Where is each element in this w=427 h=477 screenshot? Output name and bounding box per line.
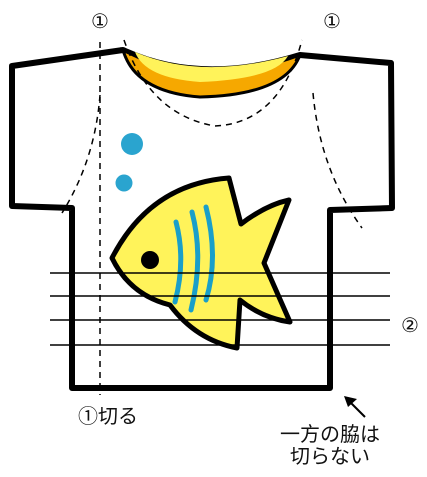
fish-body <box>109 175 293 351</box>
bubble-small <box>115 174 133 192</box>
arrow-up-left-icon <box>344 396 366 418</box>
fish-stripe-2 <box>188 209 201 313</box>
fish-icon <box>109 175 293 351</box>
cut-line-neck <box>123 39 303 127</box>
uncut-side-line-1: 一方の脇は <box>280 422 380 446</box>
fish-eye <box>141 251 159 269</box>
fish-stripe-1 <box>172 219 184 305</box>
side-marker: ② <box>401 313 419 337</box>
cut-instruction: ①切る <box>78 404 138 428</box>
uncut-side-line-2: 切らない <box>290 444 370 468</box>
cut-line-left-armhole <box>61 94 101 214</box>
fold-marker-right: ① <box>323 9 341 33</box>
fish-stripe-3 <box>203 204 215 303</box>
fold-marker-left: ① <box>91 9 109 33</box>
bubble-large <box>121 133 143 155</box>
uncut-side-note: 一方の脇は 切らない <box>280 423 380 467</box>
collar-inner <box>135 52 288 82</box>
